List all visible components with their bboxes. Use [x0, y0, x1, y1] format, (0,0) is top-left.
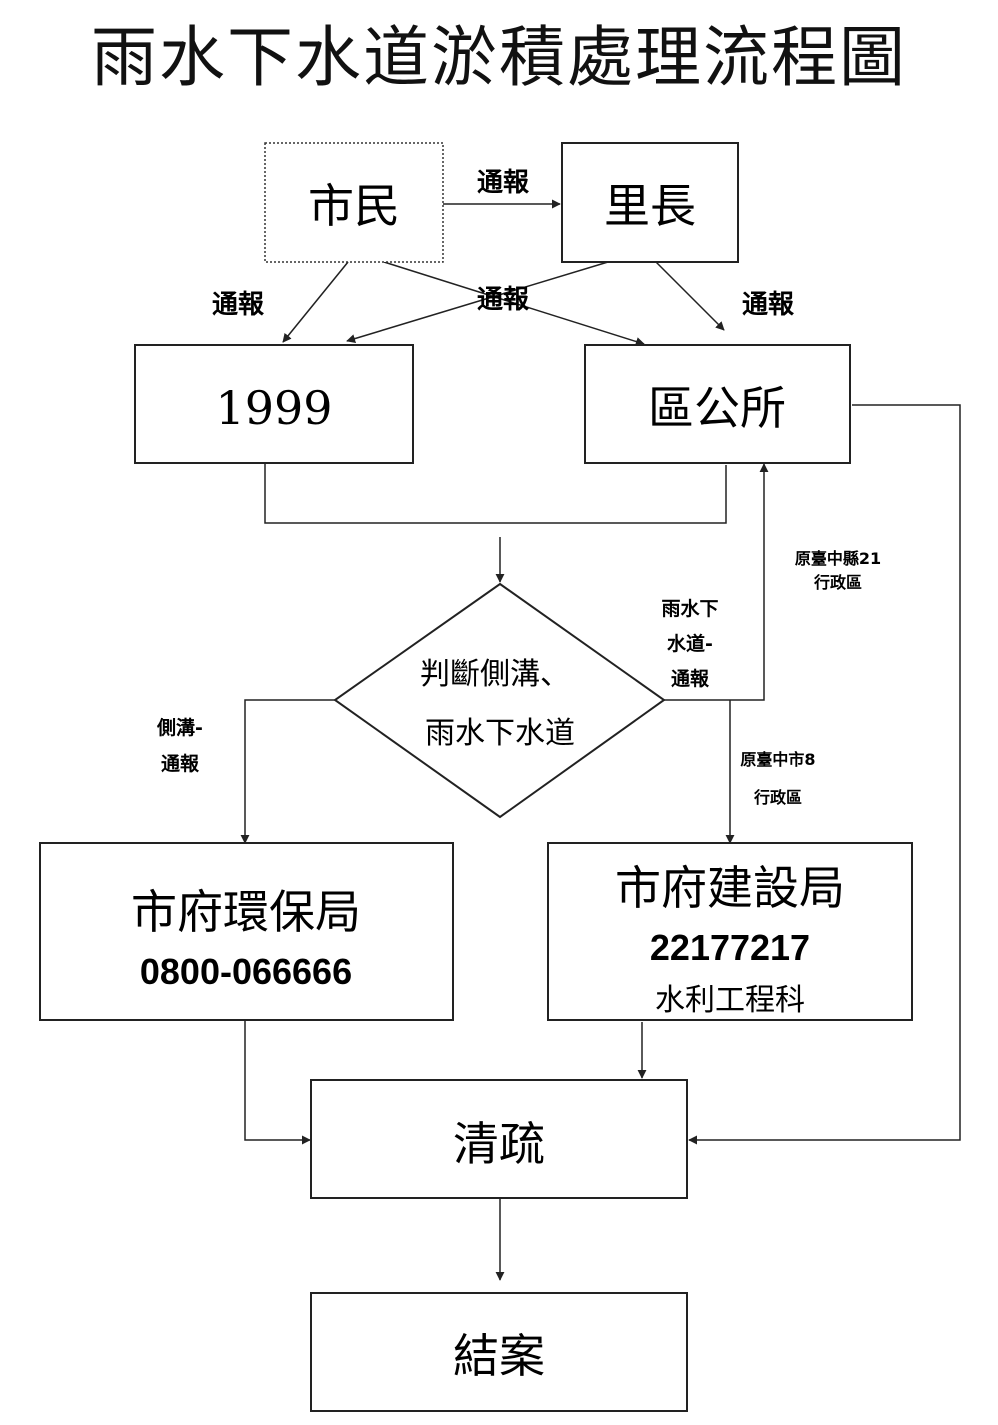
node-construction-label: 市府建設局	[615, 861, 845, 915]
label-sewer-line1: 雨水下	[661, 598, 718, 620]
arrow-district-to-dredge	[688, 404, 961, 1145]
node-district-office-label: 區公所	[648, 381, 786, 435]
node-dredge-label: 清疏	[453, 1117, 545, 1171]
arrow-chief-to-district	[655, 261, 725, 331]
node-decision-line1: 判斷側溝、	[420, 657, 570, 692]
node-construction-section: 水利工程科	[655, 983, 805, 1018]
label-sewer-line2: 水道-	[667, 632, 713, 655]
label-city-line2: 行政區	[753, 788, 802, 807]
label-notify-left: 通報	[212, 290, 265, 320]
arrow-citizen-to-district	[383, 261, 645, 346]
label-notify-right: 通報	[742, 290, 795, 320]
node-citizen: 市民	[264, 142, 444, 263]
connectors	[240, 199, 961, 1281]
node-village-chief-label: 里長	[604, 179, 696, 233]
label-city-line1: 原臺中市8	[740, 750, 815, 769]
arrow-decision-to-district	[664, 463, 769, 701]
node-epb-label: 市府環保局	[131, 885, 361, 939]
label-sewer-line3: 通報	[671, 667, 710, 690]
arrow-decision-to-epb	[240, 699, 335, 844]
node-dredge: 清疏	[310, 1079, 688, 1199]
node-epb-phone: 0800-066666	[140, 951, 352, 992]
label-notify-top: 通報	[477, 168, 530, 198]
arrow-chief-to-1999	[346, 261, 609, 343]
node-construction-phone: 22177217	[650, 927, 810, 968]
node-epb: 市府環保局 0800-066666	[39, 842, 454, 1021]
label-ditch-line2: 通報	[161, 752, 200, 775]
arrow-epb-to-dredge	[244, 1020, 311, 1145]
label-county-line2: 行政區	[813, 573, 862, 592]
arrow-citizen-to-1999	[282, 261, 349, 343]
label-ditch-line1: 側溝-	[156, 716, 203, 739]
node-1999: 1999	[134, 344, 414, 464]
label-notify-center: 通報	[477, 285, 530, 315]
node-district-office: 區公所	[584, 344, 851, 464]
node-close-case-label: 結案	[453, 1329, 545, 1383]
edge-labels: 通報 通報 通報 通報 側溝- 通報 雨水下 水道- 通報 原臺中縣21 行政區…	[156, 168, 881, 807]
node-village-chief: 里長	[561, 142, 739, 263]
page-title: 雨水下水道淤積處理流程圖	[91, 19, 907, 96]
node-construction: 市府建設局 22177217 水利工程科	[547, 842, 913, 1021]
label-county-line1: 原臺中縣21	[795, 549, 881, 568]
node-decision-line2: 雨水下水道	[425, 716, 575, 751]
node-citizen-label: 市民	[308, 179, 400, 233]
node-decision: 判斷側溝、 雨水下水道	[333, 582, 666, 819]
merge-line-1999-district	[264, 463, 727, 524]
node-close-case: 結案	[310, 1292, 688, 1412]
node-1999-label: 1999	[215, 381, 332, 435]
